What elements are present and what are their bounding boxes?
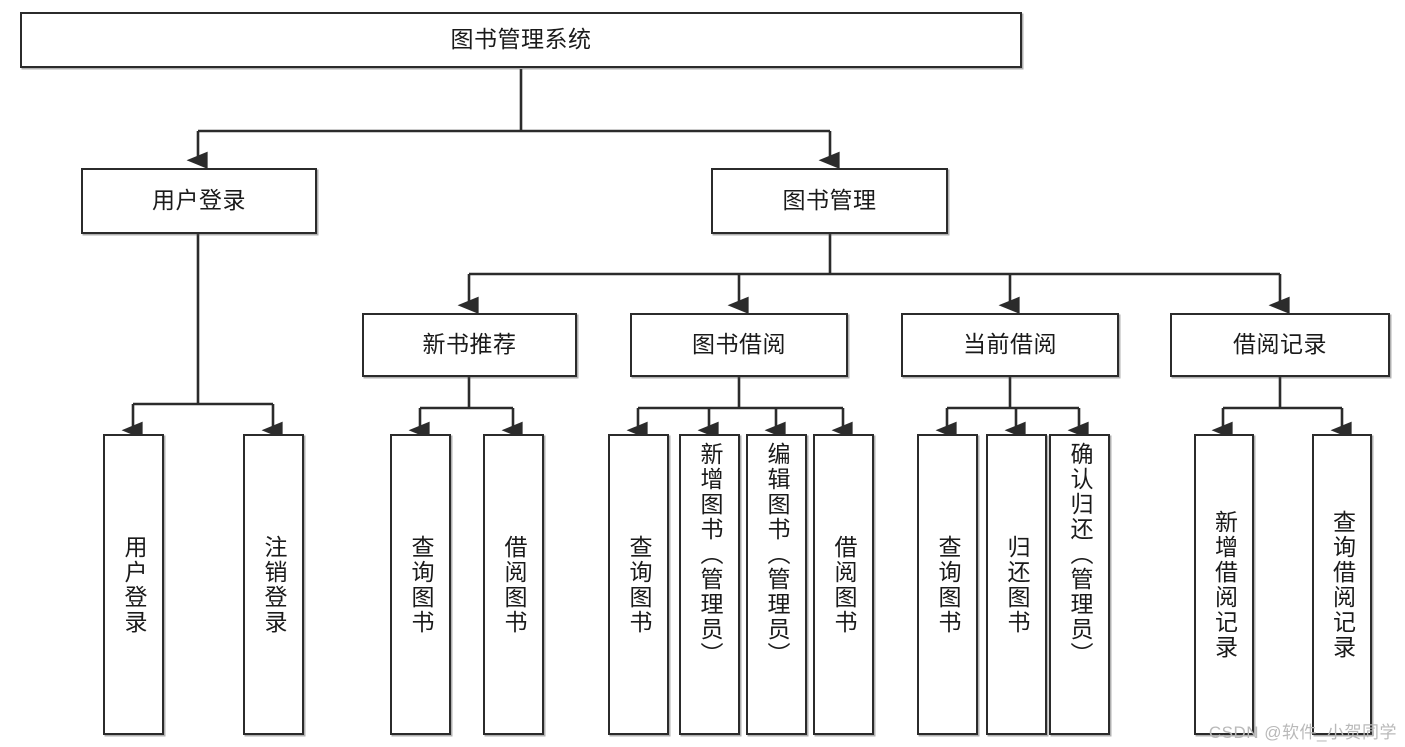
node-current-borrow[interactable]: 当前借阅 [901, 313, 1119, 377]
node-leaf-query-book-1-label: 查询图书 [408, 534, 434, 635]
node-leaf-add-book[interactable]: 新增图书（管理员） [679, 434, 740, 735]
node-leaf-borrow-book-1-label: 借阅图书 [501, 534, 527, 635]
node-leaf-query-book-2[interactable]: 查询图书 [608, 434, 669, 735]
node-leaf-borrow-book-2[interactable]: 借阅图书 [813, 434, 874, 735]
node-root[interactable]: 图书管理系统 [20, 12, 1022, 68]
watermark-text: CSDN @软件_小贺同学 [1208, 723, 1397, 742]
node-book-borrow-label: 图书借阅 [692, 331, 786, 358]
node-book-management[interactable]: 图书管理 [711, 168, 948, 234]
node-book-borrow[interactable]: 图书借阅 [630, 313, 848, 377]
node-leaf-add-book-label: 新增图书（管理员） [697, 442, 723, 667]
node-leaf-confirm-return[interactable]: 确认归还（管理员） [1049, 434, 1110, 735]
node-user-login-label: 用户登录 [152, 187, 246, 214]
node-book-management-label: 图书管理 [782, 187, 877, 214]
node-leaf-add-record-label: 新增借阅记录 [1211, 509, 1238, 660]
node-leaf-confirm-return-label: 确认归还（管理员） [1067, 442, 1093, 667]
node-leaf-query-book-2-label: 查询图书 [626, 534, 652, 635]
node-leaf-user-login[interactable]: 用户登录 [103, 434, 164, 735]
node-leaf-add-record[interactable]: 新增借阅记录 [1194, 434, 1254, 735]
node-leaf-query-book-1[interactable]: 查询图书 [390, 434, 451, 735]
node-user-login[interactable]: 用户登录 [81, 168, 317, 234]
node-current-borrow-label: 当前借阅 [963, 331, 1057, 358]
node-leaf-borrow-book-1[interactable]: 借阅图书 [483, 434, 544, 735]
node-leaf-query-book-3[interactable]: 查询图书 [917, 434, 978, 735]
node-leaf-logout[interactable]: 注销登录 [243, 434, 304, 735]
node-leaf-query-book-3-label: 查询图书 [935, 534, 961, 635]
node-leaf-edit-book-label: 编辑图书（管理员） [764, 442, 790, 667]
node-leaf-borrow-book-2-label: 借阅图书 [831, 534, 857, 635]
node-leaf-query-record[interactable]: 查询借阅记录 [1312, 434, 1372, 735]
node-leaf-return-book-label: 归还图书 [1004, 534, 1030, 635]
node-root-label: 图书管理系统 [450, 26, 592, 53]
node-new-book-recommend-label: 新书推荐 [422, 331, 517, 358]
node-borrow-records[interactable]: 借阅记录 [1170, 313, 1390, 377]
node-leaf-query-record-label: 查询借阅记录 [1329, 509, 1356, 660]
node-leaf-user-login-label: 用户登录 [121, 534, 147, 635]
node-leaf-edit-book[interactable]: 编辑图书（管理员） [746, 434, 807, 735]
node-leaf-return-book[interactable]: 归还图书 [986, 434, 1047, 735]
node-borrow-records-label: 借阅记录 [1233, 331, 1327, 358]
node-leaf-logout-label: 注销登录 [261, 534, 287, 635]
node-new-book-recommend[interactable]: 新书推荐 [362, 313, 577, 377]
